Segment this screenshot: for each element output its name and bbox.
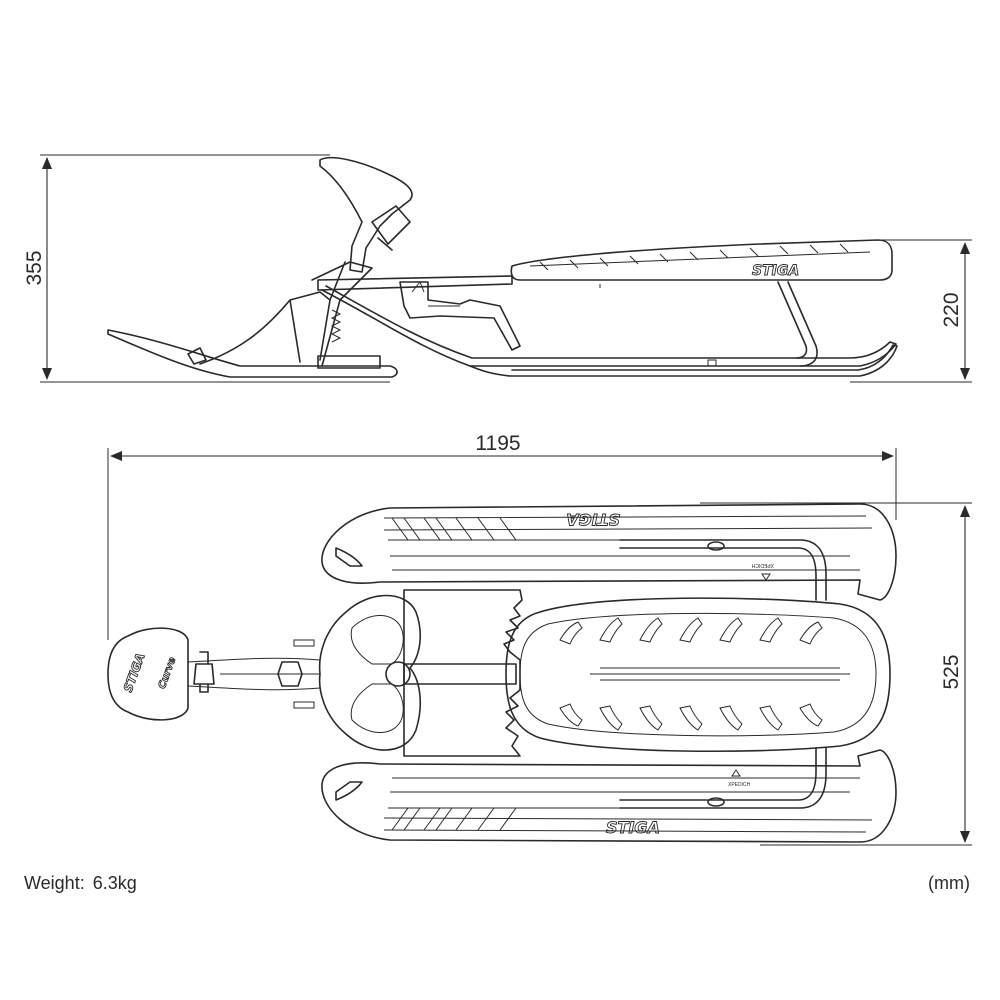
- steering-yoke: [318, 594, 422, 751]
- bottom-runner-rail-lines: [383, 777, 873, 833]
- main-frame: [317, 275, 897, 367]
- rear-strut: [777, 281, 818, 367]
- seat: [510, 239, 893, 281]
- brake-lever: [399, 281, 521, 351]
- front-ski-block: [317, 355, 381, 369]
- brake-bracket: [411, 281, 460, 307]
- seat-ribs: [529, 243, 871, 271]
- steering-yoke-inner: [350, 615, 404, 733]
- units-caption: (mm): [928, 873, 970, 893]
- handle-model-logo: Curve: [157, 656, 179, 691]
- steering-handle-clamp: [371, 205, 411, 251]
- steering-handle: [319, 156, 413, 273]
- seat-ribs-top: [559, 617, 850, 731]
- side-logo: STIGA: [752, 263, 799, 279]
- length-dimension-label: 1195: [475, 432, 520, 455]
- steering-hub: [385, 661, 411, 687]
- bottom-runner: [321, 749, 897, 843]
- top-frame-tube: [619, 539, 827, 601]
- height-dimension-label: 355: [23, 250, 46, 285]
- bottom-runner-logo: STIGA: [606, 818, 660, 837]
- front-ski-mount: [199, 291, 331, 365]
- top-runner-tip: [335, 547, 363, 567]
- rope-clip: [193, 651, 215, 693]
- top-runner: [321, 503, 897, 601]
- handle-logo: STIGA: [121, 651, 148, 694]
- bottom-runner-bolt: [707, 797, 725, 807]
- front-frame-plate: [403, 589, 523, 757]
- top-runner-marker: [761, 573, 771, 581]
- bottom-runner-marker: [731, 769, 741, 777]
- seat-top-inner: [519, 612, 877, 737]
- handle-mount-tabs: [293, 639, 315, 709]
- top-runner-bolt: [707, 541, 725, 551]
- seat-height-dimension-label: 220: [940, 292, 963, 327]
- frame-center-bar: [403, 663, 517, 685]
- top-runner-marker-label: XPEDICH: [751, 562, 774, 568]
- rope-buckle: [277, 661, 303, 687]
- top-runner-rail-lines: [383, 515, 873, 571]
- top-runner-logo: STIGA: [566, 510, 620, 529]
- steering-spring: [330, 309, 342, 343]
- main-ski-runner: [469, 344, 898, 377]
- weight-label: Weight:: [24, 873, 85, 893]
- bottom-runner-stripes: [391, 807, 517, 831]
- rope: [187, 657, 321, 691]
- pull-handle: [107, 627, 189, 721]
- steering-column: [311, 261, 373, 367]
- seat-top: [505, 597, 891, 753]
- weight-value: 6.3kg: [92, 873, 137, 893]
- front-ski-runner: [107, 329, 398, 378]
- width-dimension-label: 525: [940, 654, 963, 689]
- bottom-runner-marker-label: XPEDICH: [728, 782, 751, 788]
- top-runner-stripes: [391, 517, 517, 541]
- top-view: 1195 525 STIGA XPEDICH STIGA XPEDICH: [107, 432, 972, 846]
- side-view: 355 220 STIGA: [23, 154, 972, 383]
- bottom-frame-tube: [619, 747, 827, 809]
- weight-caption: Weight: 6.3kg: [24, 873, 137, 894]
- front-ski-tip-detail: [187, 347, 207, 365]
- frame-clip: [599, 284, 717, 367]
- bottom-runner-tip: [335, 781, 363, 801]
